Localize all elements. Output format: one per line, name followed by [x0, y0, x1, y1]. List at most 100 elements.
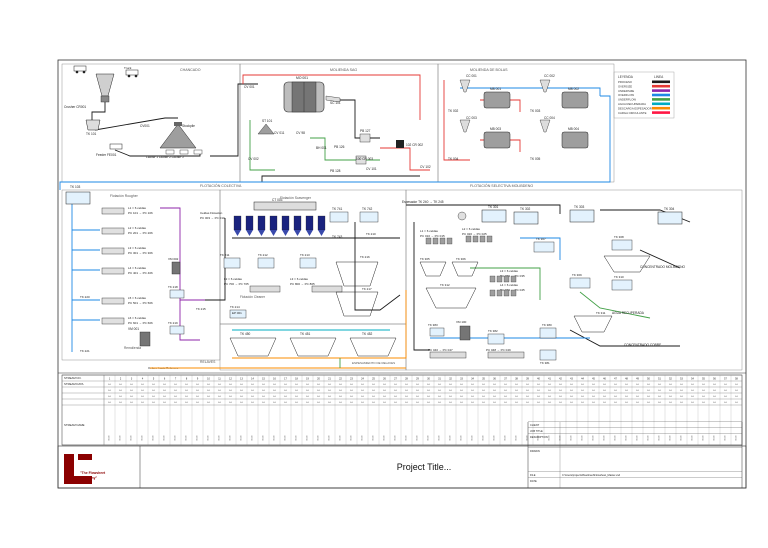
- molienda-frame: [239, 63, 439, 183]
- stream-cell: 0.0: [526, 402, 530, 404]
- truck-label: Truck: [124, 66, 132, 70]
- stream-cell: 0.0: [306, 390, 310, 392]
- cc001-label: CC 001: [466, 74, 477, 78]
- stream-row-label: STREAM DATA: [64, 382, 84, 386]
- flotation-cell-icon: [496, 289, 503, 297]
- tank-icon: [229, 309, 247, 319]
- stream-cell: 0.0: [713, 402, 717, 404]
- stream-cell: 0.0: [658, 390, 662, 392]
- cell-cone-icon: [282, 230, 289, 236]
- agua-line: [579, 291, 651, 319]
- cell-cone-icon: [270, 230, 277, 236]
- stream-cell: 0.0: [174, 402, 178, 404]
- cell-cone-icon: [234, 230, 241, 236]
- title-block: "The Flowsheet Company" Project Title...…: [57, 421, 747, 489]
- cv98-label: CV 98: [296, 131, 305, 135]
- stream-cell: 0.0: [273, 396, 277, 398]
- stream-cell: 0.0: [460, 390, 464, 392]
- stream-number: 42: [559, 377, 562, 380]
- company-logo: [64, 454, 92, 484]
- tank-icon: [611, 279, 633, 291]
- stream-number: 33: [460, 377, 463, 380]
- stream-cell: 0.0: [273, 402, 277, 404]
- stream-cell: 0.0: [482, 390, 486, 392]
- stream-cell: 0.0: [361, 384, 365, 386]
- flotation-cell-icon: [472, 235, 479, 243]
- tk743-label: TK 743: [332, 235, 343, 239]
- stream-number: 41: [548, 377, 551, 380]
- bank-range: PC 301 → PC 306: [128, 251, 153, 255]
- stream-cell: 0.0: [306, 384, 310, 386]
- stream-name-cell: 00.00: [571, 435, 573, 441]
- tank-icon: [569, 209, 595, 223]
- tk452-label: TK 452: [362, 332, 373, 336]
- tk309-label: TK 309: [572, 273, 582, 277]
- ep001-label: EP 001: [232, 311, 242, 315]
- stream-number: 23: [350, 377, 353, 380]
- vm001-label: VM 001: [128, 327, 139, 331]
- legend-item-label: AGUA RECUPERADA: [618, 102, 646, 106]
- stream-cell: 0.0: [625, 396, 629, 398]
- tank-icon: [169, 289, 185, 299]
- stream-cell: 0.0: [702, 402, 706, 404]
- tk451-label: TK 451: [300, 332, 311, 336]
- stream-cell: 0.0: [570, 390, 574, 392]
- stream-cell: 0.0: [108, 390, 112, 392]
- stream-cell: 0.0: [482, 384, 486, 386]
- pump-icon: [457, 211, 467, 221]
- stream-cell: 0.0: [251, 402, 255, 404]
- stream-cell: 0.0: [438, 384, 442, 386]
- cc003-label: CC 003: [466, 116, 477, 120]
- cyclone-icon: [459, 79, 471, 93]
- cell-bank-icon: [101, 207, 125, 215]
- stream-cell: 0.0: [108, 402, 112, 404]
- tank-icon: [657, 211, 683, 225]
- stream-name-cell: 00.00: [494, 435, 496, 441]
- stream-name-cell: 00.00: [131, 435, 133, 441]
- stream-cell: 0.0: [383, 390, 387, 392]
- stream-number: 9: [197, 377, 199, 380]
- stream-cell: 0.0: [581, 402, 585, 404]
- stream-number: 52: [669, 377, 672, 380]
- stream-number: 43: [570, 377, 573, 380]
- legend-swatch: [652, 102, 670, 106]
- pc7-label: L2 = 6 celdas: [224, 277, 242, 281]
- cell-bank-icon: [101, 297, 125, 305]
- stream-cell: 0.0: [559, 390, 563, 392]
- stream-cell: 0.0: [350, 396, 354, 398]
- thickener-icon: [335, 261, 379, 287]
- thickener-icon: [349, 337, 397, 357]
- stream-cell: 0.0: [405, 390, 409, 392]
- rougher-conc-line: [160, 207, 205, 301]
- stream-name-cell: 00.00: [329, 435, 331, 441]
- stream-cell: 0.0: [724, 390, 728, 392]
- stream-cell: 0.0: [735, 396, 739, 398]
- stream-cell: 0.0: [438, 402, 442, 404]
- stream-number: 6: [164, 377, 166, 380]
- cv011-label: CV 011: [274, 131, 285, 135]
- stockpile-icon: [159, 122, 197, 149]
- stream-cell: 0.0: [647, 402, 651, 404]
- cc004-label: CC 004: [544, 116, 555, 120]
- stream-cell: 0.0: [537, 396, 541, 398]
- flot-cleaner-title: Flotación Cleaner: [240, 295, 266, 299]
- legend-swatch: [652, 111, 670, 114]
- stream-cell: 0.0: [526, 390, 530, 392]
- stream-number: 16: [273, 377, 276, 380]
- stream-number: 14: [251, 377, 254, 380]
- cell-bank-icon: [101, 267, 125, 275]
- stream-cell: 0.0: [196, 384, 200, 386]
- stream-cell: 0.0: [460, 396, 464, 398]
- flot-scavenger-title: Flotación Scavenger: [280, 196, 312, 200]
- stream-cell: 0.0: [273, 390, 277, 392]
- bank-label: L5 = 6 celdas: [128, 296, 146, 300]
- cell-cone-icon: [258, 230, 265, 236]
- stream-cell: 0.0: [647, 396, 651, 398]
- legend-line-header: LINEA: [654, 75, 664, 79]
- stream-cell: 0.0: [284, 396, 288, 398]
- stream-cell: 0.0: [680, 396, 684, 398]
- flot-rougher-title: Flotación Rougher: [110, 194, 139, 198]
